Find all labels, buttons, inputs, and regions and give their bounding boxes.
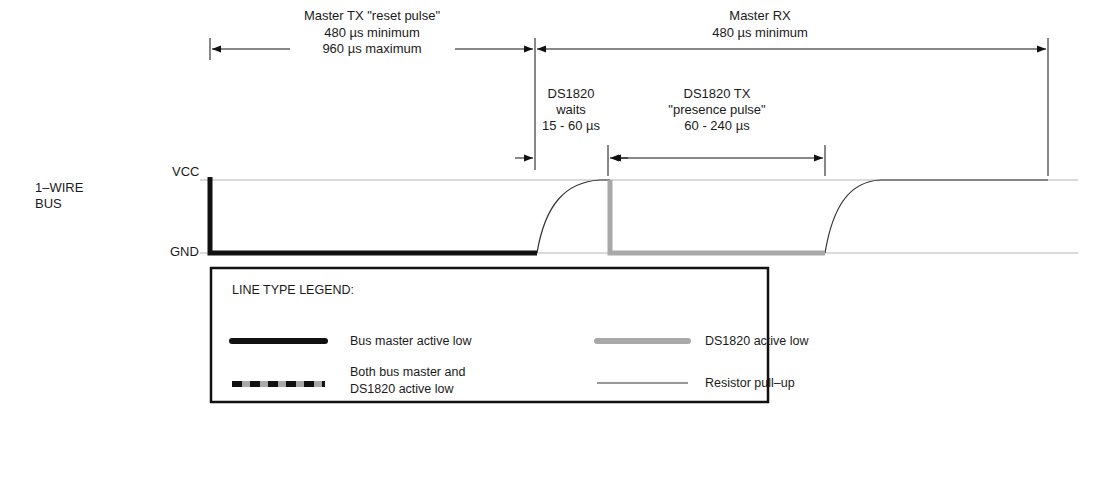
time-marker xyxy=(608,145,609,176)
legend-title: LINE TYPE LEGEND: xyxy=(232,282,354,298)
pullup-rise xyxy=(537,180,610,253)
time-marker xyxy=(1048,38,1049,176)
signal-name: 1–WIRE xyxy=(35,180,83,196)
legend-sample xyxy=(232,381,325,387)
duration-label: 15 - 60 µs xyxy=(542,118,600,134)
duration-label: 480 µs minimum xyxy=(324,25,420,41)
dimension-arrow xyxy=(612,158,823,159)
dimension-arrow xyxy=(537,49,1046,50)
time-marker xyxy=(825,145,826,176)
pullup-rise xyxy=(825,180,1048,253)
legend-sample xyxy=(597,383,688,384)
legend-label: DS1820 active low xyxy=(705,333,809,350)
legend-box xyxy=(211,268,768,402)
timing-label: "presence pulse" xyxy=(668,102,765,118)
timing-label: DS1820 TX xyxy=(684,86,751,102)
timing-label: Master TX "reset pulse" xyxy=(304,8,440,24)
dimension-arrow xyxy=(212,49,290,50)
timing-label: Master RX xyxy=(729,8,790,24)
timing-label: waits xyxy=(556,102,586,118)
legend-sample xyxy=(597,338,688,344)
time-marker xyxy=(210,38,211,60)
timing-label: DS1820 xyxy=(548,86,595,102)
signal-name: BUS xyxy=(35,196,62,212)
duration-label: 60 - 240 µs xyxy=(684,118,749,134)
signal-level: VCC xyxy=(172,164,199,180)
legend-label: Bus master active low xyxy=(350,333,472,350)
legend-label: Both bus master and DS1820 active low xyxy=(350,364,488,398)
signal-level: GND xyxy=(170,244,199,260)
legend-sample xyxy=(232,338,325,344)
legend-label: Resistor pull–up xyxy=(705,375,795,392)
presence-pulse xyxy=(610,180,825,253)
duration-label: 480 µs minimum xyxy=(712,25,808,41)
reset-pulse xyxy=(210,177,537,253)
dimension-arrow xyxy=(455,49,533,50)
legend-sample xyxy=(232,381,325,387)
duration-label: 960 µs maximum xyxy=(322,41,421,57)
dimension-arrow xyxy=(515,158,533,159)
time-marker xyxy=(535,38,536,170)
